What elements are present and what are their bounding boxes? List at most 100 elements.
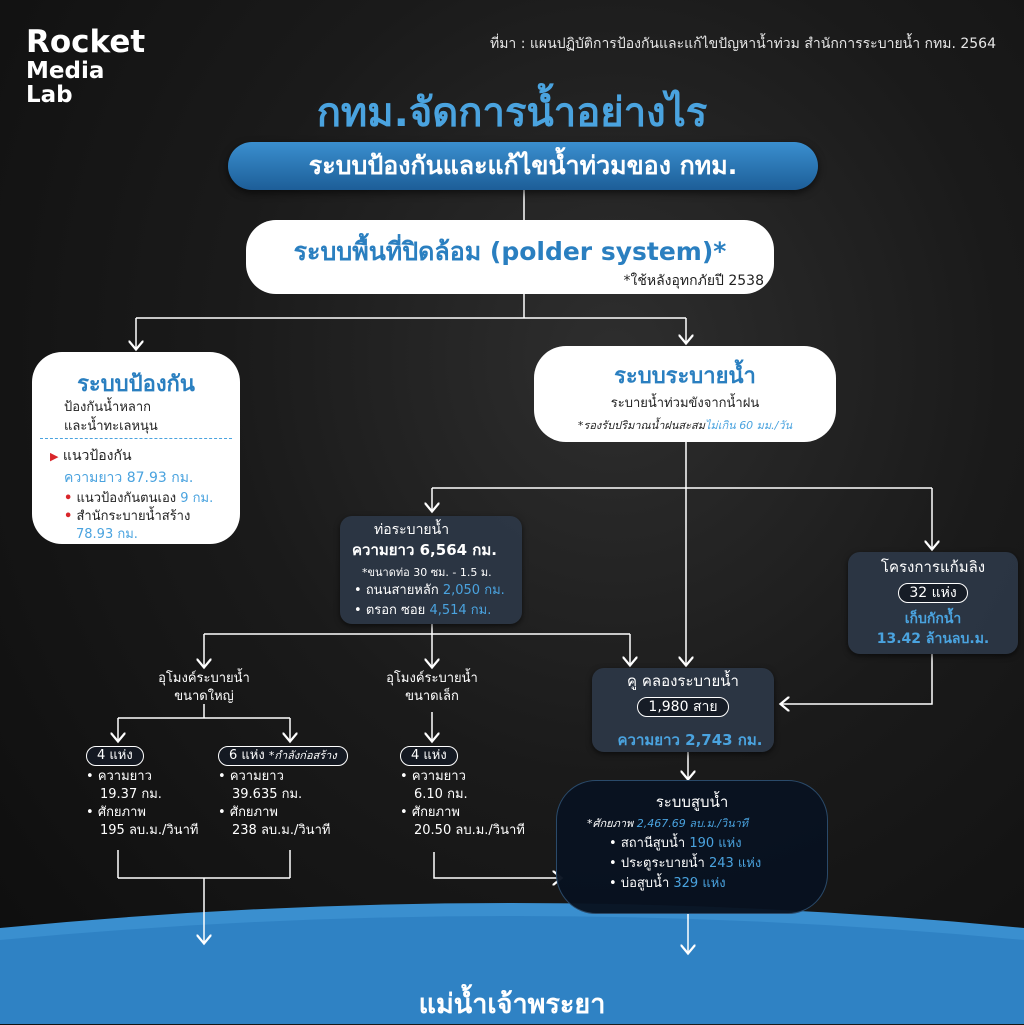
pump-item-1-label: สถานีสูบน้ำ <box>620 836 686 851</box>
canal-count: 1,980 สาย <box>637 697 729 717</box>
pipes-item-2-value: 4,514 กม. <box>429 603 492 618</box>
river-label: แม่น้ำเจ้าพระยา <box>418 989 606 1020</box>
pipes-size-note: *ขนาดท่อ 30 ซม. - 1.5 ม. <box>362 566 492 579</box>
drain-pipes-box: ท่อระบายน้ำ ความยาว 6,564 กม. *ขนาดท่อ 3… <box>340 516 522 624</box>
bullet-icon: • <box>64 509 73 524</box>
small-tunnel: 4 แห่ง • ความยาว 6.10 กม. • ศักยภาพ 20.5… <box>400 744 525 840</box>
protection-description: ป้องกันน้ำหลาก และน้ำทะเลหนุน <box>64 398 158 436</box>
small-tunnel-count: 4 แห่ง <box>400 746 458 766</box>
large-tunnel-b-cap: 238 ลบ.ม./วินาที <box>232 823 331 838</box>
pipes-item-1-value: 2,050 กม. <box>442 583 505 598</box>
length-label: ความยาว <box>97 769 152 784</box>
wall-item-1: • แนวป้องกันตนเอง 9 กม. <box>64 490 213 507</box>
small-tunnel-cap-label: • ศักยภาพ <box>400 805 460 820</box>
small-tunnel-length: 6.10 กม. <box>414 787 468 802</box>
pump-item-1: • สถานีสูบน้ำ 190 แห่ง <box>609 836 742 851</box>
small-tunnel-heading: อุโมงค์ระบายน้ำ ขนาดเล็ก <box>352 670 512 706</box>
pump-item-3: • บ่อสูบน้ำ 329 แห่ง <box>609 876 726 891</box>
brand-line-3: Lab <box>26 81 73 108</box>
page-title: กทม.จัดการน้ำอย่างไร <box>316 90 708 136</box>
canal-length: ความยาว 2,743 กม. <box>617 731 763 749</box>
capacity-label: ศักยภาพ <box>97 805 146 820</box>
large-tunnel-a-count: 4 แห่ง <box>86 746 144 766</box>
pump-item-2-value: 243 แห่ง <box>708 856 762 871</box>
protection-desc-line-1: ป้องกันน้ำหลาก <box>64 400 152 415</box>
large-tunnel-line-1: อุโมงค์ระบายน้ำ <box>158 671 250 686</box>
retention-heading: โครงการแก้มลิง <box>880 558 986 576</box>
protection-system-card: ระบบป้องกัน ป้องกันน้ำหลาก และน้ำทะเลหนุ… <box>32 352 240 544</box>
large-tunnel-b: 6 แห่ง *กำลังก่อสร้าง • ความยาว 39.635 ก… <box>218 744 348 840</box>
pump-capacity: *ศักยภาพ 2,467.69 ลบ.ม./วินาที <box>587 815 748 833</box>
drainage-note: *รองรับปริมาณน้ำฝนสะสมไม่เกิน 60 มม./วัน <box>534 416 836 434</box>
large-tunnel-b-length-label: • ความยาว <box>218 769 284 784</box>
large-tunnel-a-cap: 195 ลบ.ม./วินาที <box>100 823 199 838</box>
pump-item-2-label: ประตูระบายน้ำ <box>620 856 705 871</box>
protection-desc-line-2: และน้ำทะเลหนุน <box>64 419 158 434</box>
wall-item-1-value: 9 กม. <box>180 491 214 506</box>
large-tunnel-line-2: ขนาดใหญ่ <box>174 689 234 704</box>
pump-item-3-label: บ่อสูบน้ำ <box>620 876 670 891</box>
capacity-label: ศักยภาพ <box>411 805 460 820</box>
pipes-item-2: • ตรอก ซอย 4,514 กม. <box>354 602 491 619</box>
bullet-icon: • <box>354 603 362 618</box>
pump-heading: ระบบสูบน้ำ <box>655 793 729 811</box>
large-tunnel-b-count: 6 แห่ง *กำลังก่อสร้าง <box>218 746 348 766</box>
wall-label-row: ▶ แนวป้องกัน <box>50 448 132 465</box>
capacity-label: ศักยภาพ <box>229 805 278 820</box>
small-tunnel-line-2: ขนาดเล็ก <box>405 689 459 704</box>
pipes-item-1-label: ถนนสายหลัก <box>365 583 439 598</box>
drainage-system-card: ระบบระบายน้ำ ระบายน้ำท่วมขังจากน้ำฝน *รอ… <box>534 346 836 442</box>
small-tunnel-line-1: อุโมงค์ระบายน้ำ <box>386 671 478 686</box>
large-tunnel-b-length: 39.635 กม. <box>232 787 303 802</box>
large-tunnel-b-cap-label: • ศักยภาพ <box>218 805 278 820</box>
retention-count: 32 แห่ง <box>898 583 968 603</box>
brand-line-2: Media <box>26 57 105 84</box>
drainage-note-prefix: *รองรับปริมาณน้ำฝนสะสม <box>577 419 705 432</box>
wall-label: แนวป้องกัน <box>62 448 132 464</box>
bullet-icon: • <box>64 491 73 506</box>
construction-note: *กำลังก่อสร้าง <box>268 749 337 762</box>
canal-count-wrap: 1,980 สาย <box>592 696 774 717</box>
large-tunnel-heading: อุโมงค์ระบายน้ำ ขนาดใหญ่ <box>124 670 284 706</box>
count-text: 6 แห่ง <box>229 748 265 763</box>
source-note: ที่มา : แผนปฏิบัติการป้องกันและแก้ไขปัญห… <box>489 36 996 52</box>
bullet-icon: • <box>354 583 362 598</box>
polder-note: *ใช้หลังอุทกภัยปี 2538 <box>623 273 765 289</box>
large-tunnel-a-length-label: • ความยาว <box>86 769 152 784</box>
small-tunnel-length-label: • ความยาว <box>400 769 466 784</box>
large-tunnel-a-length: 19.37 กม. <box>100 787 162 802</box>
canal-heading: คู คลองระบายน้ำ <box>627 672 739 690</box>
triangle-right-icon: ▶ <box>50 450 59 463</box>
length-label: ความยาว <box>229 769 284 784</box>
small-tunnel-cap: 20.50 ลบ.ม./วินาที <box>414 823 525 838</box>
large-tunnel-a: 4 แห่ง • ความยาว 19.37 กม. • ศักยภาพ 195… <box>86 744 198 840</box>
pump-item-1-value: 190 แห่ง <box>689 836 742 851</box>
retention-storage-label: เก็บกักน้ำ <box>904 611 962 627</box>
drainage-note-value: ไม่เกิน 60 มม./วัน <box>704 419 793 432</box>
divider <box>40 438 232 439</box>
wall-item-1-label: แนวป้องกันตนเอง <box>76 491 177 506</box>
retention-storage-value: 13.42 ล้านลบ.ม. <box>876 631 990 647</box>
pipes-heading: ท่อระบายน้ำ <box>374 522 450 538</box>
river-wave <box>0 903 1024 1024</box>
polder-title: ระบบพื้นที่ปิดล้อม (polder system)* <box>293 237 727 266</box>
wall-item-2: • สำนักระบายน้ำสร้าง <box>64 508 190 525</box>
wall-item-2-label: สำนักระบายน้ำสร้าง <box>76 509 191 524</box>
large-tunnel-a-cap-label: • ศักยภาพ <box>86 805 146 820</box>
pump-item-2: • ประตูระบายน้ำ 243 แห่ง <box>609 856 762 871</box>
pump-cap-value: 2,467.69 ลบ.ม./วินาที <box>636 817 749 830</box>
pipes-length: ความยาว 6,564 กม. <box>352 541 497 559</box>
wall-item-2-value: 78.93 กม. <box>76 527 138 542</box>
polder-system-box: ระบบพื้นที่ปิดล้อม (polder system)* *ใช้… <box>246 220 774 294</box>
wall-length: ความยาว 87.93 กม. <box>64 470 194 486</box>
pump-item-3-value: 329 แห่ง <box>673 876 726 891</box>
retention-pond-box: โครงการแก้มลิง 32 แห่ง เก็บกักน้ำ 13.42 … <box>848 552 1018 654</box>
retention-count-wrap: 32 แห่ง <box>848 582 1018 603</box>
drainage-heading: ระบบระบายน้ำ <box>614 364 756 389</box>
brand-line-1: Rocket <box>26 24 146 60</box>
brand-logo: Rocket Media Lab <box>26 26 145 107</box>
pipes-item-1: • ถนนสายหลัก 2,050 กม. <box>354 582 505 599</box>
drainage-description: ระบายน้ำท่วมขังจากน้ำฝน <box>610 396 760 411</box>
pipes-item-2-label: ตรอก ซอย <box>365 603 426 618</box>
